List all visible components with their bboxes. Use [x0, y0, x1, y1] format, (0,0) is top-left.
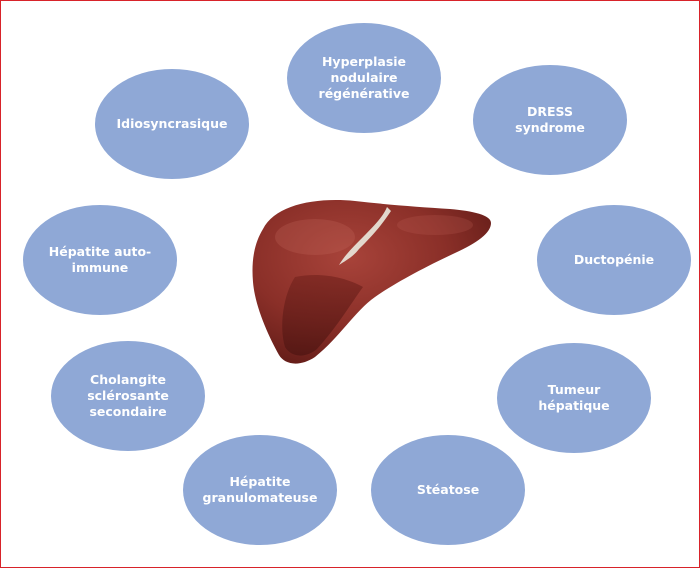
node-hepatite-granulomateuse: Hépatite granulomateuse — [183, 435, 337, 545]
node-cholangite-label: Cholangite sclérosante secondaire — [87, 372, 169, 419]
node-ductopenie: Ductopénie — [537, 205, 691, 315]
liver-icon — [252, 200, 491, 364]
node-cholangite: Cholangite sclérosante secondaire — [51, 341, 205, 451]
node-dress-label: DRESS syndrome — [515, 104, 585, 135]
node-idiosyncrasique-label: Idiosyncrasique — [116, 116, 228, 131]
node-idiosyncrasique: Idiosyncrasique — [95, 69, 249, 179]
node-ductopenie-label: Ductopénie — [573, 252, 655, 267]
node-hepatite-auto-immune: Hépatite auto- immune — [23, 205, 177, 315]
liver-highlight — [275, 219, 355, 255]
node-hyperplasie-label: Hyperplasie nodulaire régénérative — [318, 54, 410, 101]
node-tumeur-label: Tumeur hépatique — [538, 382, 610, 413]
node-steatose: Stéatose — [371, 435, 525, 545]
liver-highlight-right — [397, 215, 473, 235]
node-hepatite-granulomateuse-label: Hépatite granulomateuse — [202, 474, 318, 505]
node-tumeur: Tumeur hépatique — [497, 343, 651, 453]
node-dress: DRESS syndrome — [473, 65, 627, 175]
falciform-ligament — [339, 207, 391, 265]
liver-lower-lobe — [282, 275, 363, 356]
node-steatose-label: Stéatose — [416, 482, 480, 497]
node-hyperplasie: Hyperplasie nodulaire régénérative — [287, 23, 441, 133]
node-hepatite-auto-immune-label: Hépatite auto- immune — [48, 244, 152, 275]
